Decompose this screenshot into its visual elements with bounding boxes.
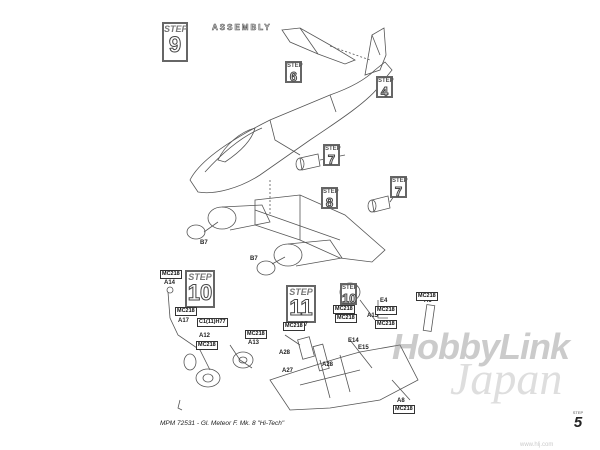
- nacelle-right: [273, 243, 303, 267]
- page-label: STEP: [572, 410, 584, 415]
- color-code-mc218: MC218: [335, 314, 357, 323]
- color-code-mc218: MC218: [375, 320, 397, 329]
- nose-gear-wheel: [195, 368, 221, 388]
- page-number: 5: [573, 414, 583, 431]
- nose-gear-leg: [167, 291, 211, 371]
- step-ref-number: 8: [325, 195, 334, 210]
- step-ref-label: STEP: [392, 178, 408, 184]
- color-code-mc218: MC218: [393, 405, 415, 414]
- part-a6: A6: [424, 298, 432, 304]
- tailplane: [281, 27, 356, 65]
- step-ref-number: 10: [342, 291, 357, 306]
- part-b7-left: B7: [200, 240, 208, 246]
- part-a28-2: A28: [322, 362, 334, 368]
- fuselage-outline: [189, 61, 393, 194]
- step-9-number: 9: [168, 32, 182, 57]
- gear-door-a6: [422, 304, 436, 332]
- tail-fin: [364, 27, 387, 76]
- jetpipe-right: [371, 195, 391, 213]
- color-code-mc218: MC218: [333, 305, 355, 314]
- part-a15: A15: [367, 313, 379, 319]
- step-ref-6-tail: STEP 6: [285, 61, 303, 84]
- canopy: [217, 127, 256, 163]
- intake-ring-b7-left: [186, 224, 206, 240]
- wing: [254, 194, 386, 263]
- color-code-mc218: MC218: [283, 322, 305, 331]
- part-a12: A12: [199, 333, 211, 339]
- color-code-mc218: MC218: [160, 270, 182, 279]
- assembly-heading: ASSEMBLY: [212, 23, 272, 33]
- step-10-number: 10: [187, 280, 213, 305]
- part-a17: A17: [178, 318, 190, 324]
- color-code-mc218: MC218: [175, 307, 197, 316]
- step-10-label: STEP: [188, 272, 212, 282]
- step-ref-4: STEP 4: [376, 76, 394, 99]
- step-ref-10-small: STEP 10: [340, 283, 358, 306]
- part-a13: A13: [248, 340, 260, 346]
- step-ref-number: 6: [289, 69, 298, 84]
- fuselage-section: [269, 344, 419, 411]
- color-code-mc218: MC218: [245, 330, 267, 339]
- part-a28-1: A28: [279, 350, 291, 356]
- step-ref-7-right: STEP 7: [390, 176, 408, 199]
- part-e14: E14: [348, 338, 359, 344]
- step-10-box: STEP 10: [185, 270, 215, 308]
- step-11-label: STEP: [289, 287, 313, 297]
- gear-strut-a13: [229, 344, 253, 369]
- step-ref-label: STEP: [342, 285, 358, 291]
- mudguard: [183, 353, 197, 371]
- part-b7-lower: B7: [250, 256, 258, 262]
- step-ref-number: 7: [394, 184, 403, 199]
- color-code-mc218: MC218: [416, 292, 438, 301]
- kit-caption: MPM 72531 - Gl. Meteor F. Mk. 8 "Hi-Tech…: [160, 420, 285, 427]
- part-e15: E15: [358, 345, 369, 351]
- bay-door: [297, 336, 315, 360]
- step-ref-7-top: STEP 7: [323, 144, 341, 167]
- part-a8: A8: [397, 398, 405, 404]
- part-e4: E4: [380, 298, 388, 304]
- color-code-mc218: MC218: [375, 306, 397, 315]
- step-ref-label: STEP: [325, 146, 341, 152]
- watermark-japan: Japan: [450, 353, 563, 404]
- step-ref-8: STEP 8: [321, 187, 339, 210]
- main-wheel: [232, 351, 254, 369]
- step-9-box: STEP 9: [162, 22, 188, 62]
- step-ref-number: 4: [380, 84, 389, 99]
- step-ref-label: STEP: [287, 63, 303, 69]
- watermark-url: www.hlj.com: [520, 442, 554, 448]
- intake-ring-b7-lower: [256, 260, 276, 276]
- part-a14: A14: [164, 280, 176, 286]
- color-code-mc218: MC218: [196, 341, 218, 350]
- watermark-hobbylink: HobbyLink: [392, 326, 570, 367]
- color-code-c1-mc: C1(11)H77: [197, 318, 228, 327]
- page-number-badge: STEP 5: [568, 410, 588, 432]
- step-ref-number: 7: [327, 152, 336, 167]
- part-a27: A27: [282, 368, 294, 374]
- jetpipe-top: [299, 153, 321, 171]
- step-11-box: STEP 11: [286, 285, 316, 323]
- step-9-label: STEP: [164, 24, 188, 34]
- step-ref-label: STEP: [323, 189, 339, 195]
- step-11-number: 11: [289, 295, 313, 320]
- step-ref-label: STEP: [378, 78, 394, 84]
